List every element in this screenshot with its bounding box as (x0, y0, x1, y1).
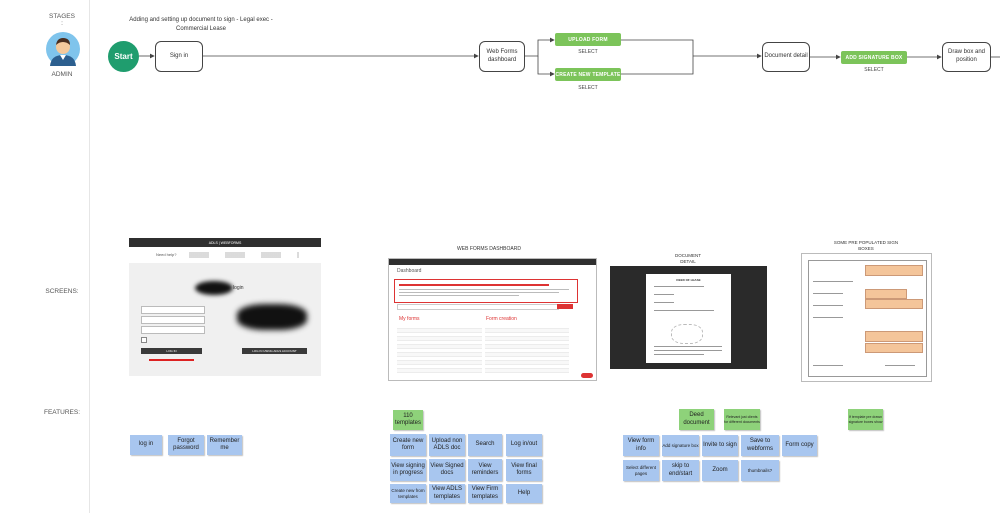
signature-box[interactable] (865, 331, 923, 342)
dashboard-screen-title: WEB FORMS DASHBOARD (457, 246, 521, 252)
feature-view-signed-docs: View Signed docs (429, 459, 465, 481)
add-signature-box-node: ADD SIGNATURE BOX (841, 51, 907, 64)
feature-upload-non-adls-doc: Upload non ADLS doc (429, 434, 465, 456)
redacted-panel-blur (237, 304, 307, 330)
company-input[interactable] (141, 326, 205, 334)
signature-boxes-screen (801, 253, 932, 382)
feature-view-final-forms: View final forms (506, 459, 542, 481)
create-new-template-node: CREATE NEW TEMPLATE (555, 68, 621, 81)
username-input[interactable] (141, 306, 205, 314)
stages-label: STAGES (49, 13, 75, 20)
screens-label: SCREENS: (45, 288, 79, 295)
forgot-password-link[interactable] (149, 359, 194, 361)
dashboard-search-button[interactable] (557, 304, 573, 309)
my-forms-table (397, 325, 482, 375)
redacted-logo-blur (195, 281, 233, 295)
login-header: ADLS | WEBFORMS (129, 238, 321, 247)
feature-search: Search (468, 434, 502, 456)
signature-box[interactable] (865, 265, 923, 276)
form-creation-table (485, 325, 569, 375)
document-heading: DEED OF LEASE (676, 278, 701, 282)
feature-create-new-from-templates: Create new from templates (390, 484, 426, 503)
feature-form-copy: Form copy (782, 435, 817, 456)
form-creation-heading: Form creation (486, 316, 517, 322)
feature-invite-to-sign: Invite to sign (702, 435, 738, 456)
login-button[interactable]: LOG IN (141, 348, 202, 354)
remember-checkbox[interactable] (141, 337, 147, 343)
feature-log-in-out: Log in/out (506, 434, 542, 456)
login-help-bar: Need help? (129, 247, 321, 263)
login-screen: ADLS | WEBFORMS Need help? login LOG IN … (129, 238, 321, 376)
dashboard-search-input[interactable] (397, 304, 559, 310)
feature-forgot-password: Forgot password (168, 435, 204, 455)
admin-label: ADMIN (51, 71, 73, 78)
start-node: Start (108, 41, 139, 72)
feature-view-adls-templates: View ADLS templates (429, 484, 465, 503)
sidebar-divider (89, 0, 90, 513)
signature-page (808, 260, 927, 377)
feature-zoom: Zoom (702, 460, 738, 481)
select-label-1: SELECT (578, 49, 598, 55)
feature-create-new-form: Create new form (390, 434, 426, 456)
features-label: FEATURES: (44, 409, 80, 416)
document-detail-node: Document detail (762, 42, 810, 72)
feature-skip-to-end-start: skip to end/start (662, 460, 699, 481)
draw-box-node: Draw box and position (942, 42, 991, 72)
feature-save-to-webforms: Save to webforms (741, 435, 779, 456)
sign-in-node: Sign in (155, 41, 203, 72)
notice-banner (394, 279, 578, 303)
feature-view-signing-in-progress: View signing in progress (390, 459, 426, 481)
dashboard-title: Dashboard (397, 268, 422, 274)
signature-boxes-screen-title: SOME PRE POPULATED SIGN BOXES (833, 240, 899, 251)
feature-select-different-pages: Select different pages (623, 460, 659, 481)
login-heading: login (233, 285, 244, 291)
feature-help: Help (506, 484, 542, 503)
document-seal (671, 324, 703, 344)
admin-avatar (46, 32, 80, 66)
password-input[interactable] (141, 316, 205, 324)
select-label-3: SELECT (864, 67, 884, 73)
feature-add-signature-box: Add signature box (662, 435, 699, 456)
dashboard-action-button[interactable] (581, 373, 593, 378)
adls-login-button[interactable]: LOG IN USING ADLS ACCOUNT (242, 348, 307, 354)
need-help-text: Need help? (156, 252, 177, 257)
document-detail-screen-title: DOCUMENT DETAIL (675, 253, 701, 264)
feature-110-templates: 110 templates (393, 410, 423, 430)
document-detail-screen: DEED OF LEASE (610, 266, 767, 369)
feature-thumbnails: thumbnails? (741, 460, 779, 481)
help-contacts (189, 252, 299, 258)
document-page: DEED OF LEASE (646, 274, 731, 363)
user-avatar-icon (46, 32, 80, 66)
feature-template-signature-note: If template pre drawn signature boxes sh… (848, 409, 883, 430)
feature-login: log in (130, 435, 162, 455)
my-forms-heading: My forms (399, 316, 420, 322)
dashboard-nav (389, 259, 596, 265)
feature-view-form-info: View form info (623, 435, 659, 456)
feature-view-reminders: View reminders (468, 459, 502, 481)
feature-relevant-clients-note: Relevant just clients for different docu… (724, 409, 760, 430)
signature-box[interactable] (865, 343, 923, 353)
signature-box[interactable] (865, 289, 907, 299)
signature-box[interactable] (865, 299, 923, 309)
flow-title: Adding and setting up document to sign -… (129, 17, 273, 32)
dashboard-screen: Dashboard My forms Form creation (388, 258, 597, 381)
web-forms-dashboard-node: Web Forms dashboard (479, 41, 525, 72)
upload-form-node: UPLOAD FORM (555, 33, 621, 46)
feature-deed-document: Deed document (679, 409, 714, 430)
stages-colon: : (61, 20, 63, 27)
select-label-2: SELECT (578, 85, 598, 91)
feature-view-firm-templates: View Firm templates (468, 484, 502, 503)
feature-remember-me: Remember me (207, 435, 242, 455)
